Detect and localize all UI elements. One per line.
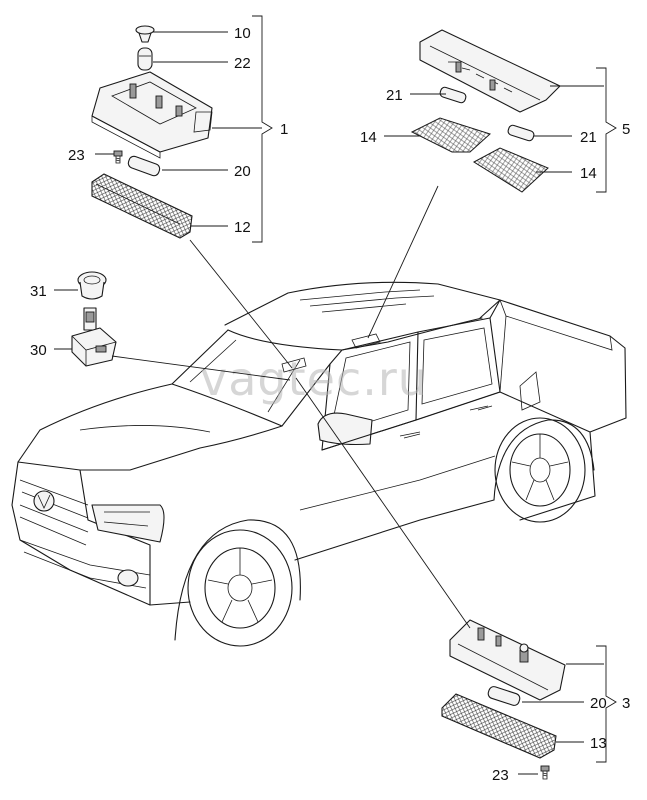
screw-23b [540,765,550,780]
lens-13 [441,693,557,759]
leaders-parts-30-31 [54,289,78,350]
label-1: 1 [280,121,288,138]
screw-23 [113,150,123,164]
bulb-21b [507,124,535,142]
leaders-part-3 [518,645,617,775]
bulb-20b [487,686,521,706]
bulb-21a [439,86,467,104]
location-leaders [111,185,471,629]
label-14b: 14 [580,165,597,182]
pad-14a [410,117,491,153]
label-20a: 20 [234,163,251,180]
bulb-20 [127,155,161,177]
label-23a: 23 [68,147,85,164]
pickup-truck [11,281,627,647]
label-10: 10 [234,25,251,42]
pad-14b [473,147,549,193]
rear-interior-light-assembly [410,29,561,193]
label-21b: 21 [580,129,597,146]
switch-parts [71,271,117,367]
label-31: 31 [30,283,47,300]
light-housing-3 [449,619,566,701]
label-20b: 20 [590,695,607,712]
label-5: 5 [622,121,630,138]
label-14a: 14 [360,129,377,146]
label-13: 13 [590,735,607,752]
leaders-part-5 [384,67,617,193]
callout-labels: 10 22 1 23 20 12 21 21 5 14 14 31 30 20 … [30,25,630,784]
label-30: 30 [30,342,47,359]
label-12: 12 [234,219,251,236]
leaders-part-1 [95,15,273,243]
light-housing-1 [91,71,213,153]
label-21a: 21 [386,87,403,104]
label-3: 3 [622,695,630,712]
front-interior-light-assembly [91,25,213,239]
label-22: 22 [234,55,251,72]
watermark: vagtec.ru [200,352,428,406]
cargo-light-assembly [441,619,566,780]
label-23b: 23 [492,767,509,784]
bulb-22 [137,47,153,71]
